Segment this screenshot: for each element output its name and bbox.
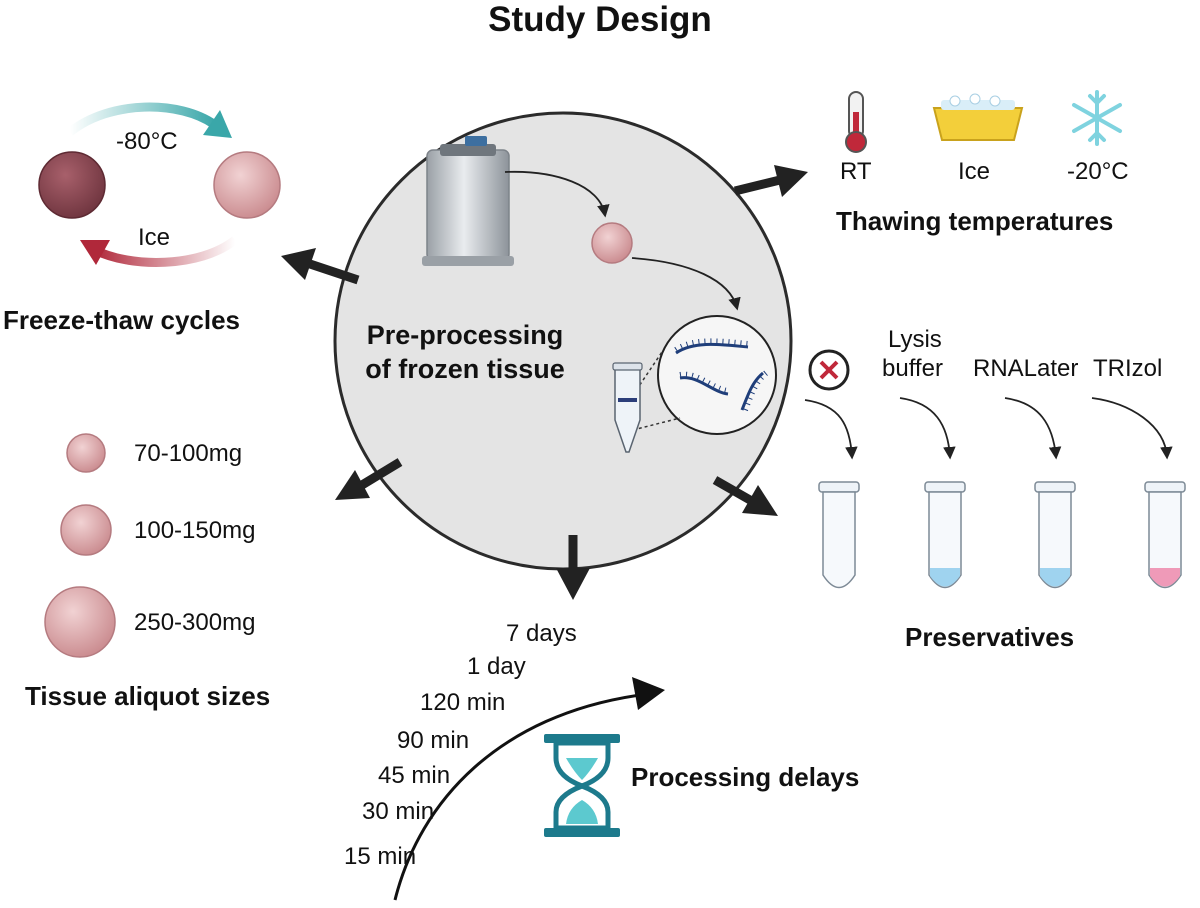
- aliquot-medium-icon: [60, 504, 112, 556]
- delay-time-90-min: 90 min: [397, 727, 470, 754]
- thaw-label: Ice: [138, 224, 171, 251]
- delay-time-1-day: 1 day: [467, 653, 526, 680]
- aliquot-size-small: 70-100mg: [134, 440, 243, 467]
- delay-time-30-min: 30 min: [362, 798, 435, 825]
- tube-empty: [818, 481, 860, 589]
- delay-time-45-min: 45 min: [378, 762, 451, 789]
- arrow-to-thawing: [733, 165, 808, 197]
- arrow-to-delays: [556, 535, 590, 600]
- preservative-lysis-line1: Lysis: [888, 326, 942, 353]
- delay-curve-arrow: [393, 677, 665, 901]
- delay-time-7-days: 7 days: [506, 620, 577, 647]
- delays-heading: Processing delays: [631, 762, 860, 792]
- preservatives-heading: Preservatives: [905, 622, 1075, 652]
- freeze-label: -80°C: [116, 128, 178, 155]
- cryo-tank-icon: [422, 136, 514, 266]
- center-label-line1: Pre-processing: [366, 320, 564, 350]
- preservative-trizol: TRIzol: [1093, 355, 1163, 382]
- tube-trizol: [1144, 481, 1186, 589]
- thawing-heading: Thawing temperatures: [836, 206, 1114, 236]
- delay-time-120-min: 120 min: [420, 689, 506, 716]
- aliquot-large-icon: [44, 586, 116, 658]
- ice-tray-icon: [932, 93, 1024, 141]
- tissue-thawed-light-icon: [213, 151, 281, 219]
- tube-rnalater: [1034, 481, 1076, 589]
- center-label-line2: of frozen tissue: [365, 354, 565, 384]
- tissue-center-icon: [591, 222, 633, 264]
- aliquot-size-large: 250-300mg: [134, 609, 256, 636]
- no-preservative-icon: [808, 349, 850, 391]
- delay-time-15-min: 15 min: [344, 843, 417, 870]
- aliquot-small-icon: [66, 433, 106, 473]
- aliquot-size-medium: 100-150mg: [134, 517, 256, 544]
- arrow-to-aliquots: [335, 458, 403, 500]
- spin-column-icon: [612, 362, 643, 453]
- preservative-rnalater: RNALater: [973, 355, 1079, 382]
- arrow-to-freeze-thaw: [281, 248, 360, 285]
- page-title: Study Design: [488, 0, 712, 39]
- freeze-arrow-teal: [67, 102, 232, 138]
- arrow-to-preservatives: [712, 476, 778, 516]
- thaw-arrow-red: [80, 236, 238, 267]
- thaw-temp-ice: Ice: [958, 158, 991, 185]
- preservative-lysis-line2: buffer: [882, 355, 943, 382]
- snowflake-icon: [1072, 90, 1122, 146]
- rna-zoom-icon: [657, 315, 777, 435]
- tube-lysis-buffer: [924, 481, 966, 589]
- thaw-temp-minus20: -20°C: [1067, 158, 1129, 185]
- thaw-temp-rt: RT: [840, 158, 872, 185]
- tissue-frozen-dark-icon: [38, 151, 106, 219]
- aliquots-heading: Tissue aliquot sizes: [25, 681, 271, 711]
- freeze-thaw-heading: Freeze-thaw cycles: [3, 305, 241, 335]
- hourglass-icon: [544, 734, 620, 837]
- thermometer-icon: [845, 91, 867, 153]
